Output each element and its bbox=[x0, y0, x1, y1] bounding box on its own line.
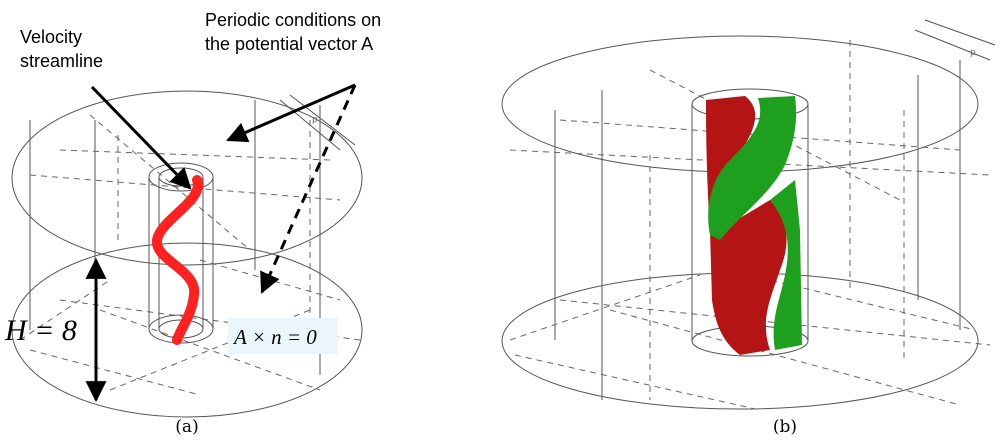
label-streamline-line1: Velocity bbox=[20, 27, 82, 47]
outer-walls-b bbox=[554, 40, 961, 400]
velocity-streamline bbox=[152, 175, 203, 345]
svg-text:p: p bbox=[970, 48, 976, 58]
label-periodic-line2: the potential vector A bbox=[205, 34, 373, 54]
label-periodic-line1: Periodic conditions on bbox=[205, 10, 381, 30]
helix-green bbox=[708, 96, 802, 350]
edge-hatch-b: p bbox=[914, 19, 996, 61]
bottom-disk bbox=[11, 242, 363, 418]
panel-a: p Velocity streamline Periodic condition… bbox=[4, 10, 381, 437]
periodic-arrow-solid bbox=[226, 83, 356, 143]
panel-b: p (b) bbox=[501, 19, 996, 437]
svg-text:p: p bbox=[312, 115, 318, 125]
periodic-arrow-dashed bbox=[260, 84, 357, 294]
label-streamline-line2: streamline bbox=[20, 51, 103, 71]
boundary-condition: A × n = 0 bbox=[232, 325, 317, 349]
height-label: H = 8 bbox=[4, 314, 77, 347]
outer-walls bbox=[29, 100, 321, 400]
edge-hatch: p bbox=[279, 94, 356, 151]
streamline-arrow bbox=[90, 85, 192, 190]
caption-a: (a) bbox=[175, 417, 198, 437]
caption-b: (b) bbox=[773, 417, 797, 437]
helix-red bbox=[706, 96, 787, 355]
boundary-condition-box bbox=[228, 318, 338, 354]
top-disk bbox=[11, 90, 363, 266]
